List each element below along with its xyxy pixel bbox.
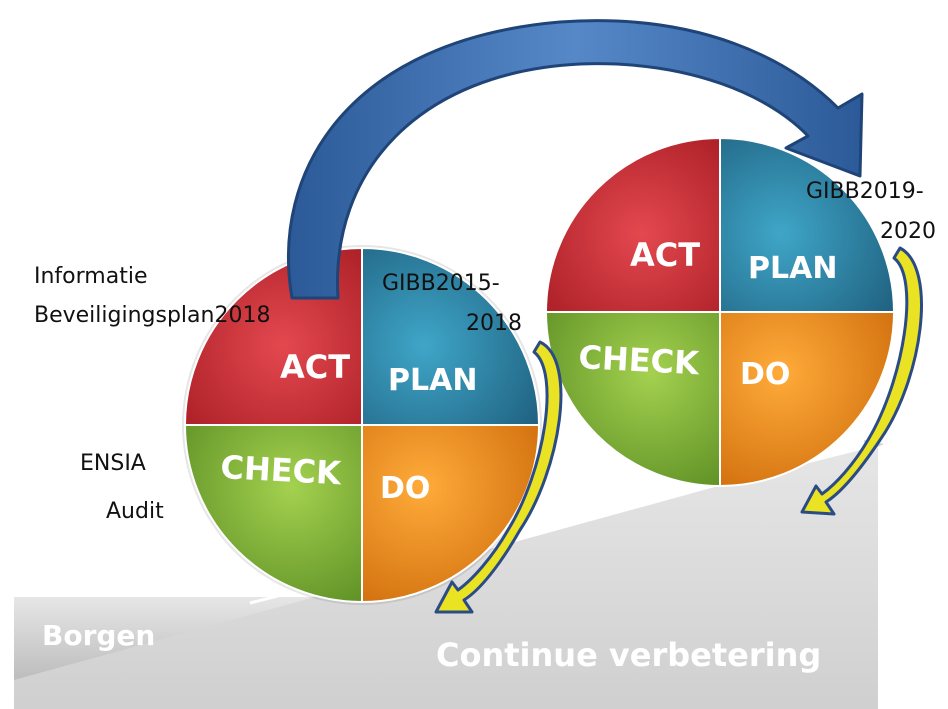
check-note-line2: Audit <box>106 499 164 524</box>
plan-quadrant-1 <box>361 246 541 426</box>
cycle-arrow-1 <box>434 340 563 614</box>
do-label-1: DO <box>380 471 430 506</box>
plan-label-1: PLAN <box>388 363 477 398</box>
do-quadrant-2 <box>719 311 896 488</box>
do-quadrant-1 <box>361 424 541 604</box>
check-quadrant-1 <box>183 424 363 604</box>
plan-label-2: PLAN <box>748 251 837 286</box>
act-quadrant-2 <box>544 136 721 313</box>
pdca-wheel-1: ACT PLAN CHECK DO <box>182 245 542 605</box>
check-label-2: CHECK <box>578 338 701 382</box>
act-label-2: ACT <box>630 236 700 274</box>
borgen-label: Borgen <box>42 619 155 652</box>
plan-note-2-line1: GIBB2019- <box>806 179 924 204</box>
check-note-line1: ENSIA <box>80 451 146 476</box>
act-note-line2: Beveiligingsplan2018 <box>34 303 270 328</box>
check-label-1: CHECK <box>220 448 343 492</box>
act-label-1: ACT <box>280 348 350 386</box>
plan-note-1-line1: GIBB2015- <box>382 271 500 296</box>
do-label-2: DO <box>740 357 790 392</box>
big-transition-arrow <box>287 19 864 300</box>
pdca-wheel-2: ACT PLAN CHECK DO <box>544 136 896 488</box>
cycle-arrow-2 <box>800 246 923 516</box>
plan-quadrant-2 <box>719 136 896 313</box>
check-quadrant-2 <box>544 311 721 488</box>
continue-verbetering-label: Continue verbetering <box>436 636 821 674</box>
plan-note-1-line2: 2018 <box>466 311 522 336</box>
act-note-line1: Informatie <box>34 264 147 289</box>
plan-note-2-line2: 2020 <box>880 219 936 244</box>
